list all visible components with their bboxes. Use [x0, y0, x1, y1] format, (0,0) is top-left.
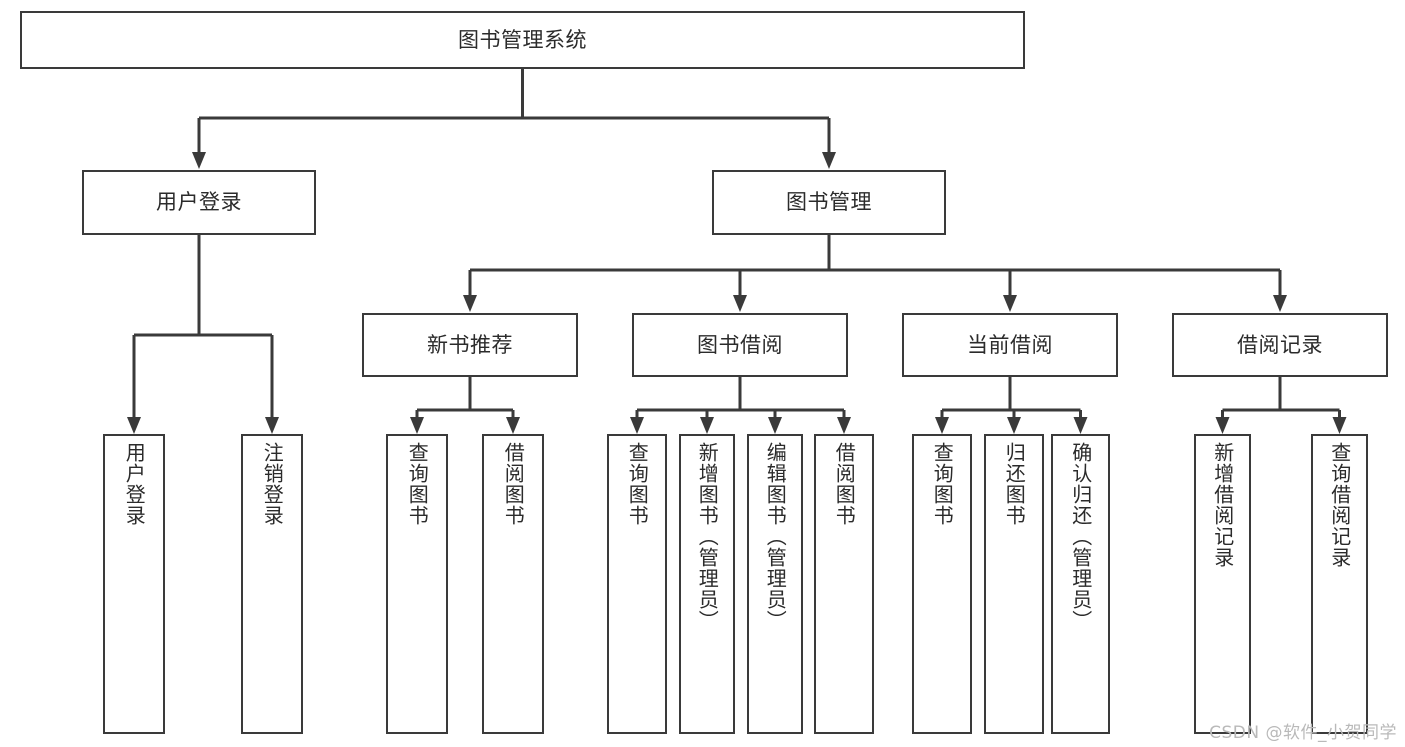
node-label: 归还图书 [1002, 442, 1027, 526]
arrowhead-icon [265, 417, 279, 434]
node-label: 借阅记录 [1237, 332, 1323, 357]
arrowhead-icon [630, 417, 644, 434]
node-label: 借阅图书 [501, 442, 526, 526]
node-label: 当前借阅 [967, 332, 1053, 357]
arrowhead-icon [1007, 417, 1021, 434]
node-label: 新书推荐 [427, 332, 513, 357]
node-leaf-edit-book[interactable]: 编辑图书（管理员） [747, 434, 803, 734]
node-label: 查询图书 [625, 442, 650, 526]
node-label: 图书管理系统 [458, 27, 587, 52]
node-new-book-recommend[interactable]: 新书推荐 [362, 313, 578, 377]
node-borrow-record[interactable]: 借阅记录 [1172, 313, 1388, 377]
arrowhead-icon [1073, 417, 1088, 434]
node-label: 编辑图书（管理员） [763, 442, 788, 631]
arrowhead-icon [822, 152, 836, 169]
root-node-book-management-system[interactable]: 图书管理系统 [20, 11, 1025, 69]
node-leaf-query-book-2[interactable]: 查询图书 [607, 434, 667, 734]
arrowhead-icon [935, 417, 949, 434]
node-label: 用户登录 [156, 190, 242, 215]
node-leaf-add-book[interactable]: 新增图书（管理员） [679, 434, 735, 734]
node-leaf-query-book-3[interactable]: 查询图书 [912, 434, 972, 734]
node-leaf-logout[interactable]: 注销登录 [241, 434, 303, 734]
arrowhead-icon [1332, 417, 1347, 434]
node-label: 注销登录 [260, 442, 285, 526]
arrowhead-icon [733, 295, 747, 312]
node-leaf-user-login[interactable]: 用户登录 [103, 434, 165, 734]
node-user-login[interactable]: 用户登录 [82, 170, 316, 235]
node-label: 查询借阅记录 [1327, 442, 1352, 568]
arrowhead-icon [700, 417, 714, 434]
node-leaf-borrow-book-2[interactable]: 借阅图书 [814, 434, 874, 734]
node-leaf-borrow-book-1[interactable]: 借阅图书 [482, 434, 544, 734]
node-label: 查询图书 [930, 442, 955, 526]
node-book-borrow[interactable]: 图书借阅 [632, 313, 848, 377]
node-book-manage[interactable]: 图书管理 [712, 170, 946, 235]
node-current-borrow[interactable]: 当前借阅 [902, 313, 1118, 377]
node-label: 确认归还（管理员） [1068, 442, 1093, 631]
arrowhead-icon [1215, 417, 1230, 434]
arrowhead-icon [506, 417, 520, 434]
arrowhead-icon [463, 295, 477, 312]
node-label: 新增借阅记录 [1210, 442, 1235, 568]
node-label: 图书管理 [786, 190, 872, 215]
watermark-label: CSDN @软件_小贺同学 [1209, 723, 1397, 743]
node-label: 查询图书 [405, 442, 430, 526]
node-label: 借阅图书 [832, 442, 857, 526]
node-leaf-query-record[interactable]: 查询借阅记录 [1311, 434, 1368, 734]
arrowhead-icon [127, 417, 141, 434]
arrowhead-icon [1003, 295, 1017, 312]
node-leaf-confirm-return[interactable]: 确认归还（管理员） [1051, 434, 1110, 734]
node-leaf-query-book-1[interactable]: 查询图书 [386, 434, 448, 734]
node-label: 图书借阅 [697, 332, 783, 357]
node-label: 用户登录 [122, 442, 147, 526]
arrowhead-icon [410, 417, 424, 434]
arrowhead-icon [192, 152, 206, 169]
node-label: 新增图书（管理员） [695, 442, 720, 631]
arrowhead-icon [768, 417, 782, 434]
node-leaf-return-book[interactable]: 归还图书 [984, 434, 1044, 734]
node-leaf-add-record[interactable]: 新增借阅记录 [1194, 434, 1251, 734]
arrowhead-icon [837, 417, 851, 434]
arrowhead-icon [1273, 295, 1287, 312]
